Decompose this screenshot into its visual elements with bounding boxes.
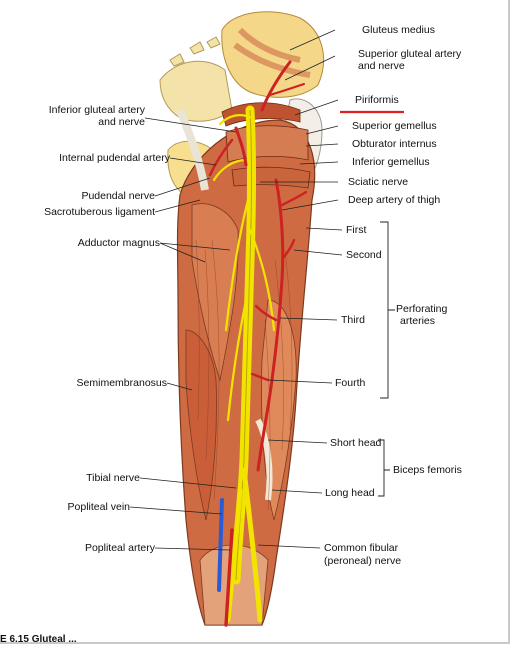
- muscle-striations: [195, 239, 293, 511]
- label-superior-gluteal-2: and nerve: [358, 60, 405, 72]
- tibial-nerve: [225, 487, 243, 623]
- label-common-fibular-1: Common fibular: [324, 542, 399, 554]
- inferior-gluteal-artery: [234, 126, 248, 167]
- label-long-head: Long head: [325, 487, 375, 499]
- label-internal-pudendal: Internal pudendal artery: [59, 152, 170, 164]
- label-deep-artery: Deep artery of thigh: [348, 194, 441, 206]
- label-sciatic-nerve: Sciatic nerve: [348, 176, 409, 188]
- leader-lines: [129, 29, 343, 551]
- gluteus-medius-fibers: [233, 27, 311, 78]
- label-common-fibular-2: (peroneal) nerve: [324, 555, 402, 567]
- piriformis-muscle: [221, 102, 301, 127]
- label-inferior-gemellus: Inferior gemellus: [352, 156, 430, 168]
- label-inferior-gluteal-2: and nerve: [98, 116, 145, 128]
- perforating-third: [254, 304, 278, 322]
- superior-gluteal-artery: [260, 60, 292, 112]
- label-short-head: Short head: [330, 437, 382, 449]
- perforating-bracket: [380, 221, 395, 399]
- popliteal-fossa: [199, 544, 269, 626]
- popliteal-artery: [224, 528, 234, 627]
- label-third: Third: [341, 314, 365, 326]
- label-fourth: Fourth: [335, 377, 366, 389]
- biceps-bracket: [378, 439, 390, 497]
- label-tibial-nerve: Tibial nerve: [86, 472, 140, 484]
- label-gluteus-medius: Gluteus medius: [362, 24, 435, 36]
- label-perforating-1: Perforating: [396, 303, 448, 315]
- sacrum-bone: [159, 60, 233, 122]
- perforating-fourth: [250, 372, 270, 382]
- label-popliteal-vein: Popliteal vein: [67, 501, 130, 513]
- figure-caption-fragment: E 6.15 Gluteal ...: [0, 634, 77, 645]
- perforating-first: [280, 190, 308, 207]
- label-obturator-internus: Obturator internus: [352, 138, 437, 150]
- adductor-magnus-muscle: [191, 203, 239, 382]
- label-popliteal-artery: Popliteal artery: [84, 542, 155, 554]
- label-superior-gluteal-1: Superior gluteal artery: [358, 48, 462, 60]
- label-sacrotuberous: Sacrotuberous ligament: [44, 206, 155, 218]
- label-perforating-2: arteries: [400, 315, 436, 327]
- label-biceps-femoris: Biceps femoris: [393, 464, 462, 476]
- label-piriformis: Piriformis: [355, 94, 399, 106]
- perforating-second: [281, 238, 296, 260]
- label-superior-gemellus: Superior gemellus: [352, 120, 437, 132]
- label-second: Second: [346, 249, 382, 261]
- deep-artery-of-thigh: [256, 178, 285, 472]
- label-inferior-gluteal-1: Inferior gluteal artery: [48, 104, 145, 116]
- common-fibular-nerve: [241, 467, 263, 623]
- label-semimembranosus: Semimembranosus: [76, 377, 167, 389]
- label-adductor-magnus: Adductor magnus: [77, 237, 160, 249]
- arteries: [208, 60, 308, 627]
- label-first: First: [346, 224, 367, 236]
- label-pudendal-nerve: Pudendal nerve: [81, 190, 155, 202]
- internal-pudendal-artery: [208, 138, 234, 177]
- popliteal-vein: [217, 498, 224, 592]
- coccyx-fragments: [169, 36, 221, 67]
- sacrotuberous-ligament: [176, 108, 209, 191]
